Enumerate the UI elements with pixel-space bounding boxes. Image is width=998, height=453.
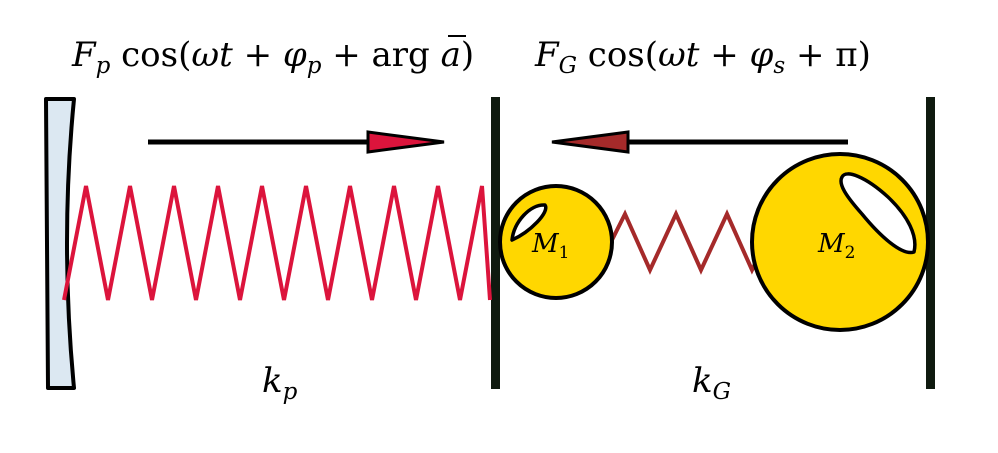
spring-label-kg: kG [692,361,731,405]
svg-text:M1: M1 [531,229,569,263]
middle-wall [491,97,500,389]
mass-m1-highlight [510,203,548,242]
abar-symbol: a [441,35,461,75]
mass-m1-symbol: M [531,229,560,259]
mass-m1-subscript: 1 [559,243,570,263]
spring-kg [609,209,760,275]
left-mirror [44,97,76,390]
mass-m2-subscript: 2 [845,243,856,263]
mass-m2-highlight [839,172,917,255]
mass-m1: M1 [498,184,614,300]
right-wall [926,97,935,389]
svg-text:M2: M2 [817,229,855,263]
force-label-right: FG cos(ωt + φs + π) [534,35,871,79]
spring-label-kp: kp [262,361,298,405]
force-arrow-right [148,130,445,154]
mass-m2-symbol: M [817,229,846,259]
mass-m2: M2 [750,152,930,332]
force-arrow-left [551,130,848,154]
force-label-left: Fp cos(ωt + φp + arg a) [71,35,474,79]
spring-kp [62,185,492,301]
